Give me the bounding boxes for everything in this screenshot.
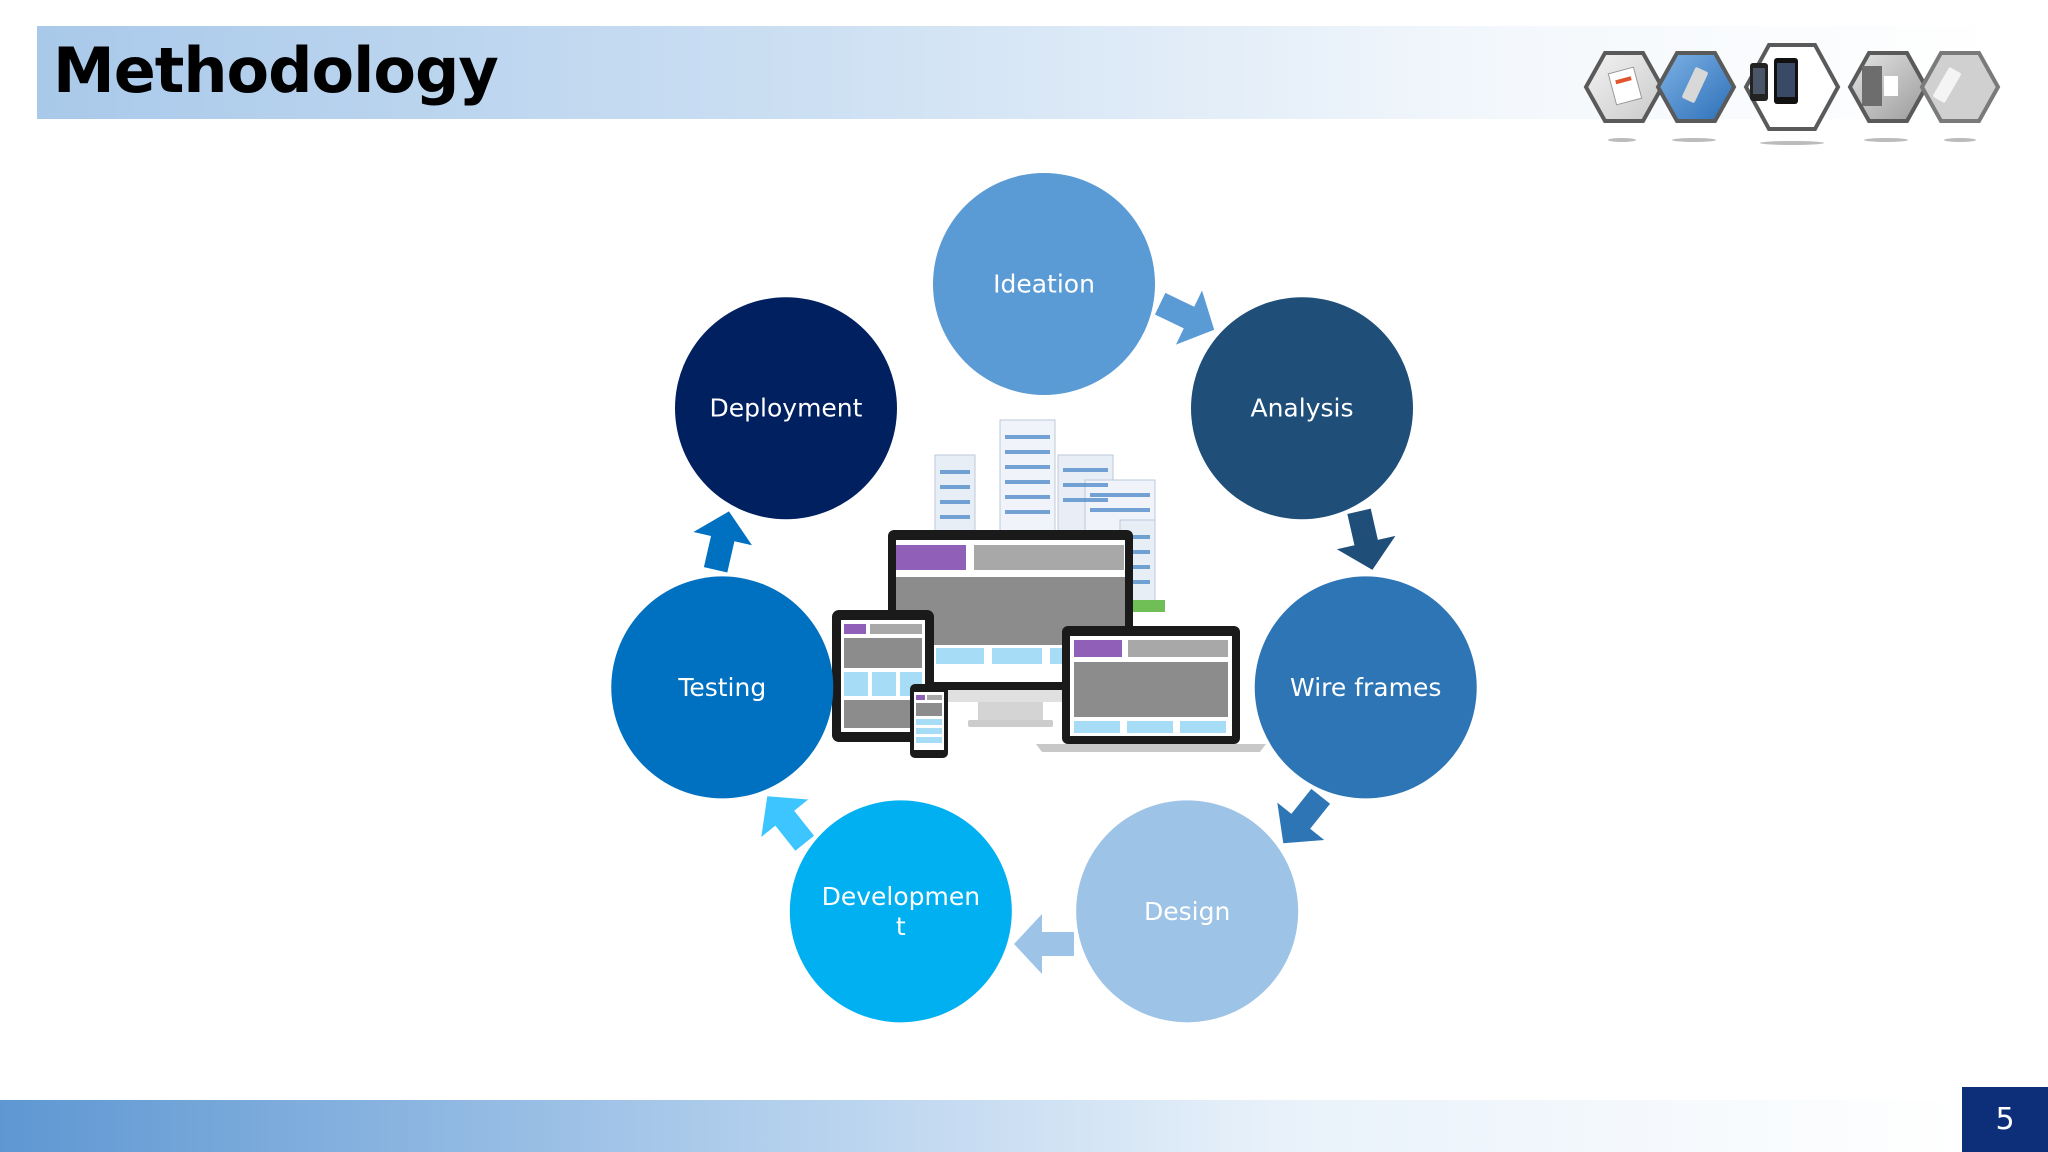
cycle-arrow [1014,914,1074,974]
tablet-icon [832,610,934,742]
cycle-node-circle [1254,576,1477,799]
header-hexagon-thumbnails [1583,43,2001,145]
cycle-node-circle [611,576,834,799]
cycle-node-label: Design [1144,897,1230,926]
phone-icon [910,684,948,758]
cycle-arrow [1154,290,1215,345]
cycle-arrow [1336,508,1396,570]
cycle-node: Ideation [933,173,1155,395]
cycle-arrow [693,511,752,573]
cycle-node-label: Ideation [993,270,1095,299]
cycle-arrow [1277,788,1331,844]
cycle-node-label: Deployment [710,394,863,423]
cycle-node-label: Wire frames [1290,673,1441,702]
cycle-node: Wire frames [1254,576,1477,799]
page-number: 5 [1962,1087,2048,1152]
cycle-node-label: Developmen [822,882,981,911]
cycle-arrows [693,290,1396,974]
laptop-icon [1036,626,1266,752]
hexagon-thumb-1 [1583,51,1665,123]
cycle-node-circle [1191,297,1414,520]
footer-band [0,1100,1960,1152]
cycle-node-circle [933,173,1155,395]
hexagon-thumb-5 [1919,51,2001,123]
cycle-node: Testing [611,576,834,799]
cycle-node-circle [674,297,897,520]
cycle-node-circle [789,800,1012,1023]
cycle-node: Design [1076,800,1299,1023]
cycle-arrow [761,796,815,851]
cycle-node: Deployment [674,297,897,520]
cycle-node-label: t [896,912,906,941]
cycle-node-label: Analysis [1250,394,1353,423]
cycle-node: Analysis [1191,297,1414,520]
center-illustration [832,419,1266,758]
hexagon-thumb-3 [1743,43,1841,131]
slide-title: Methodology [53,34,499,107]
hexagon-thumb-4 [1847,51,1929,123]
cycle-node-label: Testing [677,673,766,702]
cycle-node-circle [1076,800,1299,1023]
hexagon-thumb-2 [1655,51,1737,123]
